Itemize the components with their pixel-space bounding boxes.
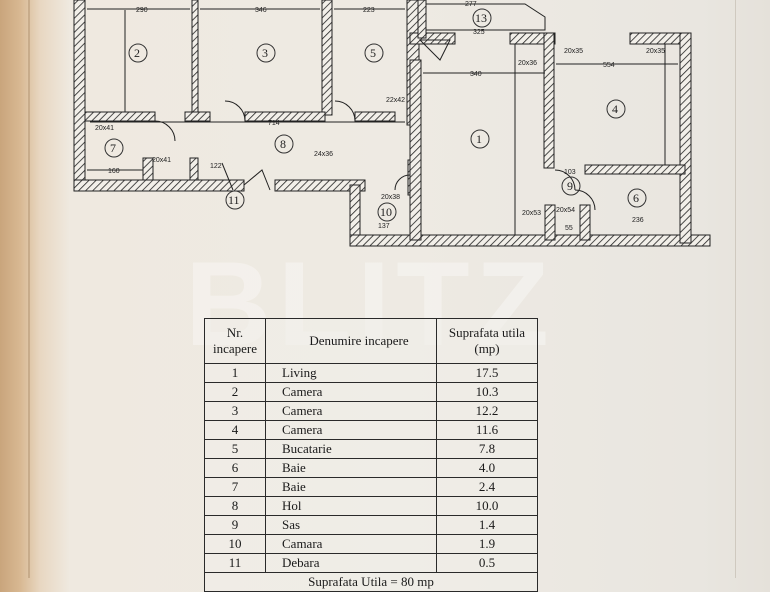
table-row: 2 Camera 10.3: [204, 382, 538, 402]
svg-text:325: 325: [473, 29, 485, 36]
room-number: 8: [204, 496, 266, 516]
table-total-row: Suprafata Utila = 80 mp: [204, 572, 538, 592]
table-row: 1 Living 17.5: [204, 363, 538, 383]
table-row: 11 Debara 0.5: [204, 553, 538, 573]
room-area: 12.2: [436, 401, 538, 421]
svg-text:9: 9: [567, 179, 573, 193]
svg-text:277: 277: [465, 1, 477, 8]
room-area: 2.4: [436, 477, 538, 497]
svg-text:11: 11: [228, 193, 240, 207]
room-area: 4.0: [436, 458, 538, 478]
svg-text:20x41: 20x41: [152, 157, 171, 164]
svg-text:22x42: 22x42: [386, 97, 405, 104]
svg-text:20x36: 20x36: [518, 60, 537, 67]
room-name: Living: [265, 363, 437, 383]
svg-text:340: 340: [470, 71, 482, 78]
table-row: 4 Camera 11.6: [204, 420, 538, 440]
room-name: Hol: [265, 496, 437, 516]
room-name: Camara: [265, 534, 437, 554]
room-area: 17.5: [436, 363, 538, 383]
svg-text:55: 55: [565, 225, 573, 232]
svg-text:160: 160: [108, 168, 120, 175]
room-number: 5: [204, 439, 266, 459]
room-area: 1.4: [436, 515, 538, 535]
room-name: Camera: [265, 382, 437, 402]
room-area: 0.5: [436, 553, 538, 573]
room-area: 7.8: [436, 439, 538, 459]
table-header-row: Nr. incapere Denumire incapere Suprafata…: [204, 318, 538, 364]
svg-text:1: 1: [476, 132, 482, 146]
svg-text:2: 2: [134, 46, 140, 60]
svg-text:20x35: 20x35: [646, 48, 665, 55]
svg-text:554: 554: [603, 62, 615, 69]
room-area: 1.9: [436, 534, 538, 554]
room-name: Bucatarie: [265, 439, 437, 459]
svg-text:290: 290: [136, 7, 148, 14]
svg-text:20x38: 20x38: [381, 194, 400, 201]
svg-text:103: 103: [564, 169, 576, 176]
svg-text:4: 4: [612, 102, 618, 116]
svg-text:7: 7: [110, 141, 116, 155]
room-number: 9: [204, 515, 266, 535]
room-number: 10: [204, 534, 266, 554]
floor-plan: 2 3 5 13 1 4 7 8 9 6 10 11 290 346 223 2…: [73, 0, 711, 247]
room-number: 3: [204, 401, 266, 421]
table-row: 10 Camara 1.9: [204, 534, 538, 554]
room-area-table: Nr. incapere Denumire incapere Suprafata…: [204, 318, 538, 592]
room-name: Sas: [265, 515, 437, 535]
svg-text:236: 236: [632, 217, 644, 224]
table-row: 7 Baie 2.4: [204, 477, 538, 497]
svg-text:5: 5: [370, 46, 376, 60]
svg-text:6: 6: [633, 191, 639, 205]
header-room-number: Nr. incapere: [204, 318, 266, 364]
svg-text:122: 122: [210, 163, 222, 170]
room-number: 4: [204, 420, 266, 440]
room-name: Baie: [265, 458, 437, 478]
header-room-name: Denumire incapere: [265, 318, 437, 364]
page-binding-edge: [28, 0, 30, 578]
room-name: Baie: [265, 477, 437, 497]
page-right-edge: [735, 0, 736, 578]
svg-text:8: 8: [280, 137, 286, 151]
room-name: Camera: [265, 401, 437, 421]
table-row: 6 Baie 4.0: [204, 458, 538, 478]
table-row: 8 Hol 10.0: [204, 496, 538, 516]
svg-text:10: 10: [380, 205, 392, 219]
room-area: 10.0: [436, 496, 538, 516]
room-number: 2: [204, 382, 266, 402]
svg-text:3: 3: [262, 46, 268, 60]
table-row: 3 Camera 12.2: [204, 401, 538, 421]
svg-text:20x41: 20x41: [95, 125, 114, 132]
room-area: 11.6: [436, 420, 538, 440]
room-number: 6: [204, 458, 266, 478]
room-number: 1: [204, 363, 266, 383]
svg-text:714: 714: [268, 120, 280, 127]
room-name: Debara: [265, 553, 437, 573]
svg-text:24x36: 24x36: [314, 151, 333, 158]
room-area: 10.3: [436, 382, 538, 402]
svg-text:13: 13: [475, 11, 487, 25]
room-name: Camera: [265, 420, 437, 440]
header-usable-area: Suprafata utila (mp): [436, 318, 538, 364]
svg-text:346: 346: [255, 7, 267, 14]
svg-text:20x53: 20x53: [522, 210, 541, 217]
room-number: 7: [204, 477, 266, 497]
room-number: 11: [204, 553, 266, 573]
svg-text:20x54: 20x54: [556, 207, 575, 214]
table-row: 9 Sas 1.4: [204, 515, 538, 535]
table-row: 5 Bucatarie 7.8: [204, 439, 538, 459]
total-usable-area: Suprafata Utila = 80 mp: [204, 572, 538, 592]
svg-text:137: 137: [378, 223, 390, 230]
svg-text:20x35: 20x35: [564, 48, 583, 55]
svg-text:223: 223: [363, 7, 375, 14]
